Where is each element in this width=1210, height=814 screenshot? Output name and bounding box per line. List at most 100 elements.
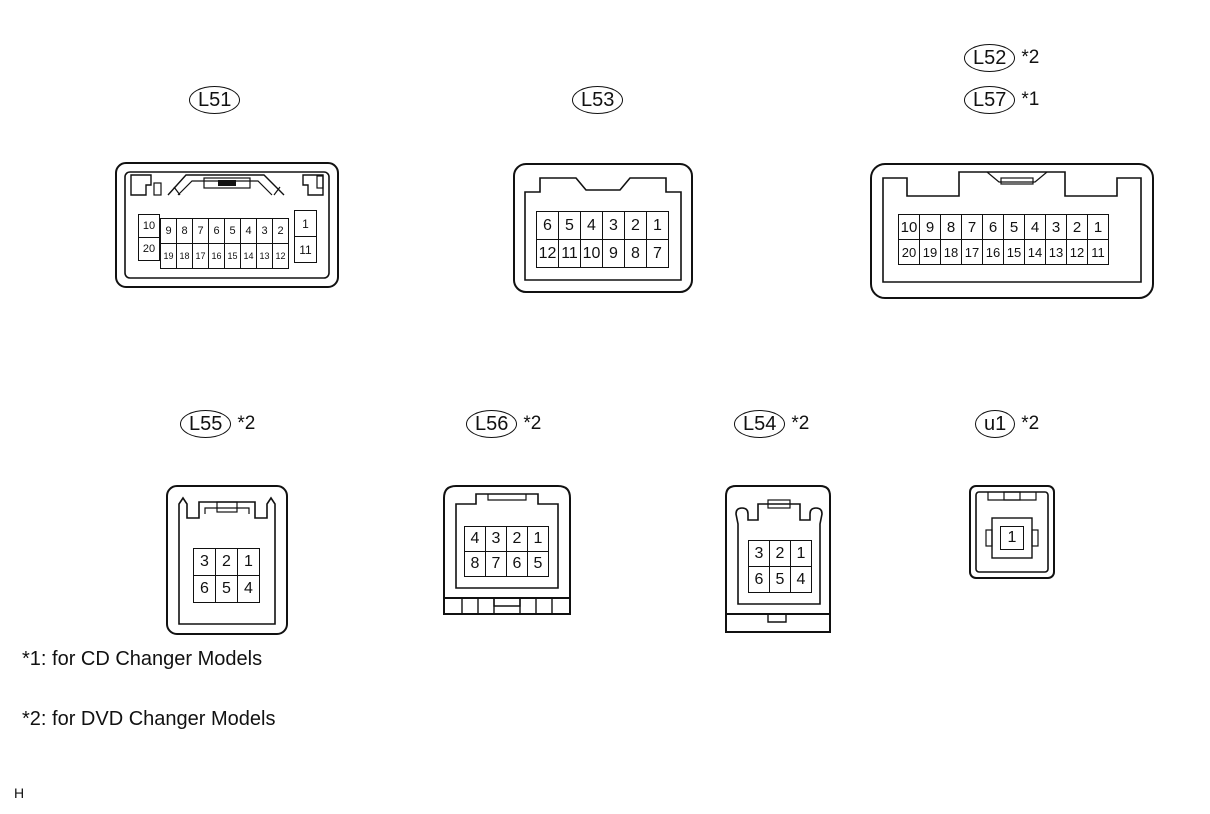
pin: 18 (940, 239, 962, 265)
note-l54: *2 (791, 413, 810, 434)
pin: 15 (1003, 239, 1025, 265)
pin: 9 (602, 239, 625, 268)
pin: 2 (215, 548, 238, 576)
connector-l55-body (166, 485, 288, 635)
pin: 1 (646, 211, 669, 240)
pin: 14 (240, 243, 257, 269)
pin: 20 (898, 239, 920, 265)
pin: 9 (919, 214, 941, 240)
pin: 1 (1087, 214, 1109, 240)
pin: 9 (160, 218, 177, 244)
connector-label-u1: u1 *2 (975, 410, 1039, 438)
pin: 12 (536, 239, 559, 268)
connector-l51: 10 20 9 8 7 6 5 4 3 2 19 18 17 16 15 14 … (114, 161, 340, 291)
pin-grid-u1: 1 (1000, 526, 1024, 550)
note-l56: *2 (523, 413, 542, 434)
pin: 4 (464, 526, 486, 552)
connector-label-l55: L55 *2 (180, 410, 255, 438)
note-l57: *1 (1021, 89, 1040, 110)
connector-l54: 3 2 1 6 5 4 (724, 484, 834, 636)
pin: 2 (272, 218, 289, 244)
pin: 3 (485, 526, 507, 552)
pin: 14 (1024, 239, 1046, 265)
pin: 8 (176, 218, 193, 244)
pin: 16 (982, 239, 1004, 265)
pin: 16 (208, 243, 225, 269)
pin: 1 (790, 540, 812, 567)
pin: 13 (1045, 239, 1067, 265)
pin: 3 (602, 211, 625, 240)
pin: 2 (506, 526, 528, 552)
pin-grid-l53: 6 5 4 3 2 1 12 11 10 9 8 7 (536, 211, 669, 268)
pin: 5 (558, 211, 581, 240)
connector-label-l54: L54 *2 (734, 410, 809, 438)
pin: 6 (536, 211, 559, 240)
pin: 19 (160, 243, 177, 269)
pin-grid-l51-right: 1 11 (294, 210, 317, 263)
connector-l54-body (725, 485, 831, 633)
connector-l55: 3 2 1 6 5 4 (165, 484, 289, 636)
connector-l52-l57: 10 9 8 7 6 5 4 3 2 1 20 19 18 17 16 15 1… (869, 162, 1155, 300)
pin: 8 (464, 551, 486, 577)
connector-l53-body (513, 163, 693, 293)
pin: 7 (646, 239, 669, 268)
connector-label-l56: L56 *2 (466, 410, 541, 438)
pin: 6 (193, 575, 216, 603)
pin: 1 (1000, 526, 1024, 550)
pin: 4 (580, 211, 603, 240)
pin: 15 (224, 243, 241, 269)
pin: 8 (624, 239, 647, 268)
pin: 4 (237, 575, 260, 603)
pin-grid-l55: 3 2 1 6 5 4 (193, 548, 260, 603)
footnote-cd-changer: *1: for CD Changer Models (22, 648, 263, 670)
pin: 12 (1066, 239, 1088, 265)
pin: 12 (272, 243, 289, 269)
pin: 17 (961, 239, 983, 265)
pin: 13 (256, 243, 273, 269)
connector-label-l51: L51 (189, 86, 241, 114)
connector-l56-body (443, 485, 571, 615)
pin: 2 (769, 540, 791, 567)
pin: 2 (1066, 214, 1088, 240)
note-l55: *2 (237, 413, 256, 434)
connector-label-l53: L53 (572, 86, 624, 114)
pin: 5 (769, 566, 791, 593)
pin: 10 (138, 214, 160, 238)
pin: 2 (624, 211, 647, 240)
footnote-dvd-changer: *2: for DVD Changer Models (22, 708, 276, 730)
connector-l56: 4 3 2 1 8 7 6 5 (442, 484, 572, 620)
pin: 10 (898, 214, 920, 240)
pin: 6 (982, 214, 1004, 240)
pin-grid-l54: 3 2 1 6 5 4 (748, 540, 812, 593)
pin: 7 (961, 214, 983, 240)
pin: 11 (1087, 239, 1109, 265)
pin: 11 (558, 239, 581, 268)
pin: 5 (224, 218, 241, 244)
pin-grid-l52-l57: 10 9 8 7 6 5 4 3 2 1 20 19 18 17 16 15 1… (898, 214, 1109, 265)
pin: 1 (527, 526, 549, 552)
connector-l53: 6 5 4 3 2 1 12 11 10 9 8 7 (512, 162, 694, 294)
pin: 5 (527, 551, 549, 577)
pin: 20 (138, 237, 160, 261)
pin: 3 (193, 548, 216, 576)
pin: 1 (237, 548, 260, 576)
connector-l51-body (115, 162, 339, 288)
pin: 1 (294, 210, 317, 237)
pin: 5 (1003, 214, 1025, 240)
pin: 18 (176, 243, 193, 269)
connector-label-l57: L57 *1 (964, 86, 1039, 114)
pin: 3 (748, 540, 770, 567)
pin: 3 (256, 218, 273, 244)
note-l52: *2 (1021, 47, 1040, 68)
pin: 6 (748, 566, 770, 593)
pin: 4 (240, 218, 257, 244)
pin: 5 (215, 575, 238, 603)
connector-label-l52: L52 *2 (964, 44, 1039, 72)
connector-u1-body (969, 485, 1055, 579)
note-u1: *2 (1021, 413, 1040, 434)
pin-grid-l51-left: 10 20 (138, 214, 160, 261)
pin: 4 (790, 566, 812, 593)
pin: 3 (1045, 214, 1067, 240)
connector-l52-l57-body (870, 163, 1154, 299)
pin-grid-l51-main: 9 8 7 6 5 4 3 2 19 18 17 16 15 14 13 12 (160, 218, 289, 269)
